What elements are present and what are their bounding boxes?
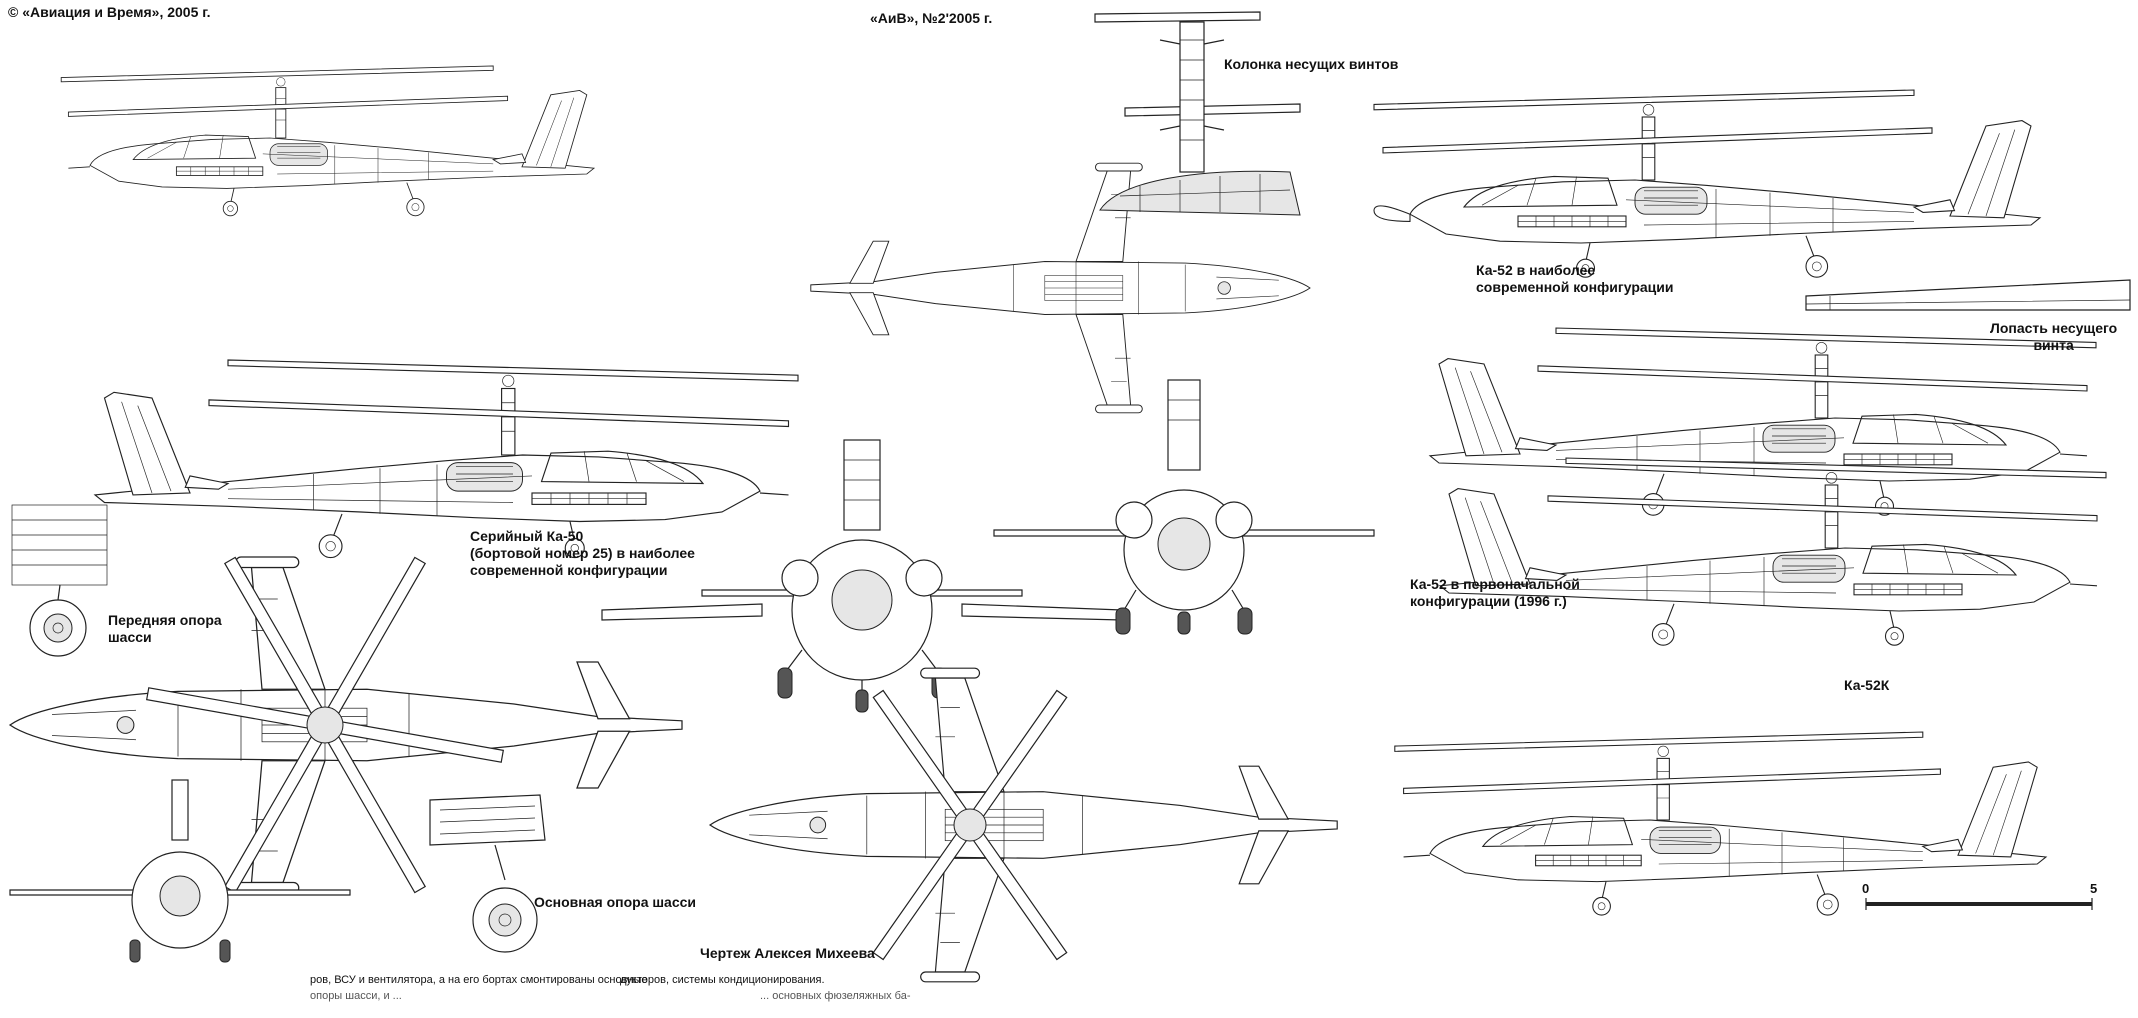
rotor-column-detail — [1094, 11, 1301, 216]
source-left-caption: © «Авиация и Время», 2005 г. — [8, 4, 211, 20]
ka50-front-view-small — [9, 779, 351, 963]
footer-text-line2-left: опоры шасси, и ... — [310, 990, 402, 1002]
ka52-modern-side-view — [1373, 89, 2041, 278]
scale-end-label: 5 — [2090, 881, 2098, 896]
rotor-blades-top-left — [145, 556, 505, 894]
footer-text-line1-right: дукторов, системы кондиционирования. — [620, 974, 825, 986]
nose-gear-label: Передняя опора шасси — [108, 612, 222, 645]
ka52-initial-label: Ка-52 в первоначальной конфигурации (199… — [1410, 576, 1580, 609]
ka50-serial-label: Серийный Ка-50 (бортовой номер 25) в наи… — [470, 528, 695, 578]
ka52-top-view-bottom-center — [709, 667, 1338, 983]
author-credit: Чертеж Алексея Михеева — [700, 945, 875, 961]
footer-text-line1-left: ров, ВСУ и вентилятора, а на его бортах … — [310, 974, 648, 986]
ka52-modern-label: Ка-52 в наиболее современной конфигураци… — [1476, 262, 1674, 295]
ka52-front-view — [993, 379, 1375, 635]
ka52k-label: Ка-52К — [1844, 677, 1890, 693]
ka50-front-view — [601, 439, 1123, 713]
ka52k-side-view — [1394, 731, 2047, 916]
ka52-side-view-nose-right — [1429, 327, 2097, 516]
rotor-blade-detail — [1805, 279, 2131, 311]
ka50-side-view-top-left — [60, 65, 595, 217]
rotor-blades-bottom-center — [872, 689, 1068, 961]
source-center-caption: «АиВ», №2'2005 г. — [870, 10, 993, 26]
rotor-blade-label: Лопасть несущего винта — [1990, 320, 2118, 353]
nose-gear-detail — [11, 504, 108, 657]
rotor-column-label: Колонка несущих винтов — [1224, 56, 1399, 72]
ka52-initial-side-view — [1439, 457, 2107, 646]
main-gear-label: Основная опора шасси — [534, 894, 697, 910]
main-gear-detail — [429, 794, 546, 953]
scale-bar — [1865, 898, 2093, 910]
scale-start-label: 0 — [1862, 881, 1870, 896]
footer-text-line2-right: ... основных фюзеляжных ба- — [760, 990, 911, 1002]
